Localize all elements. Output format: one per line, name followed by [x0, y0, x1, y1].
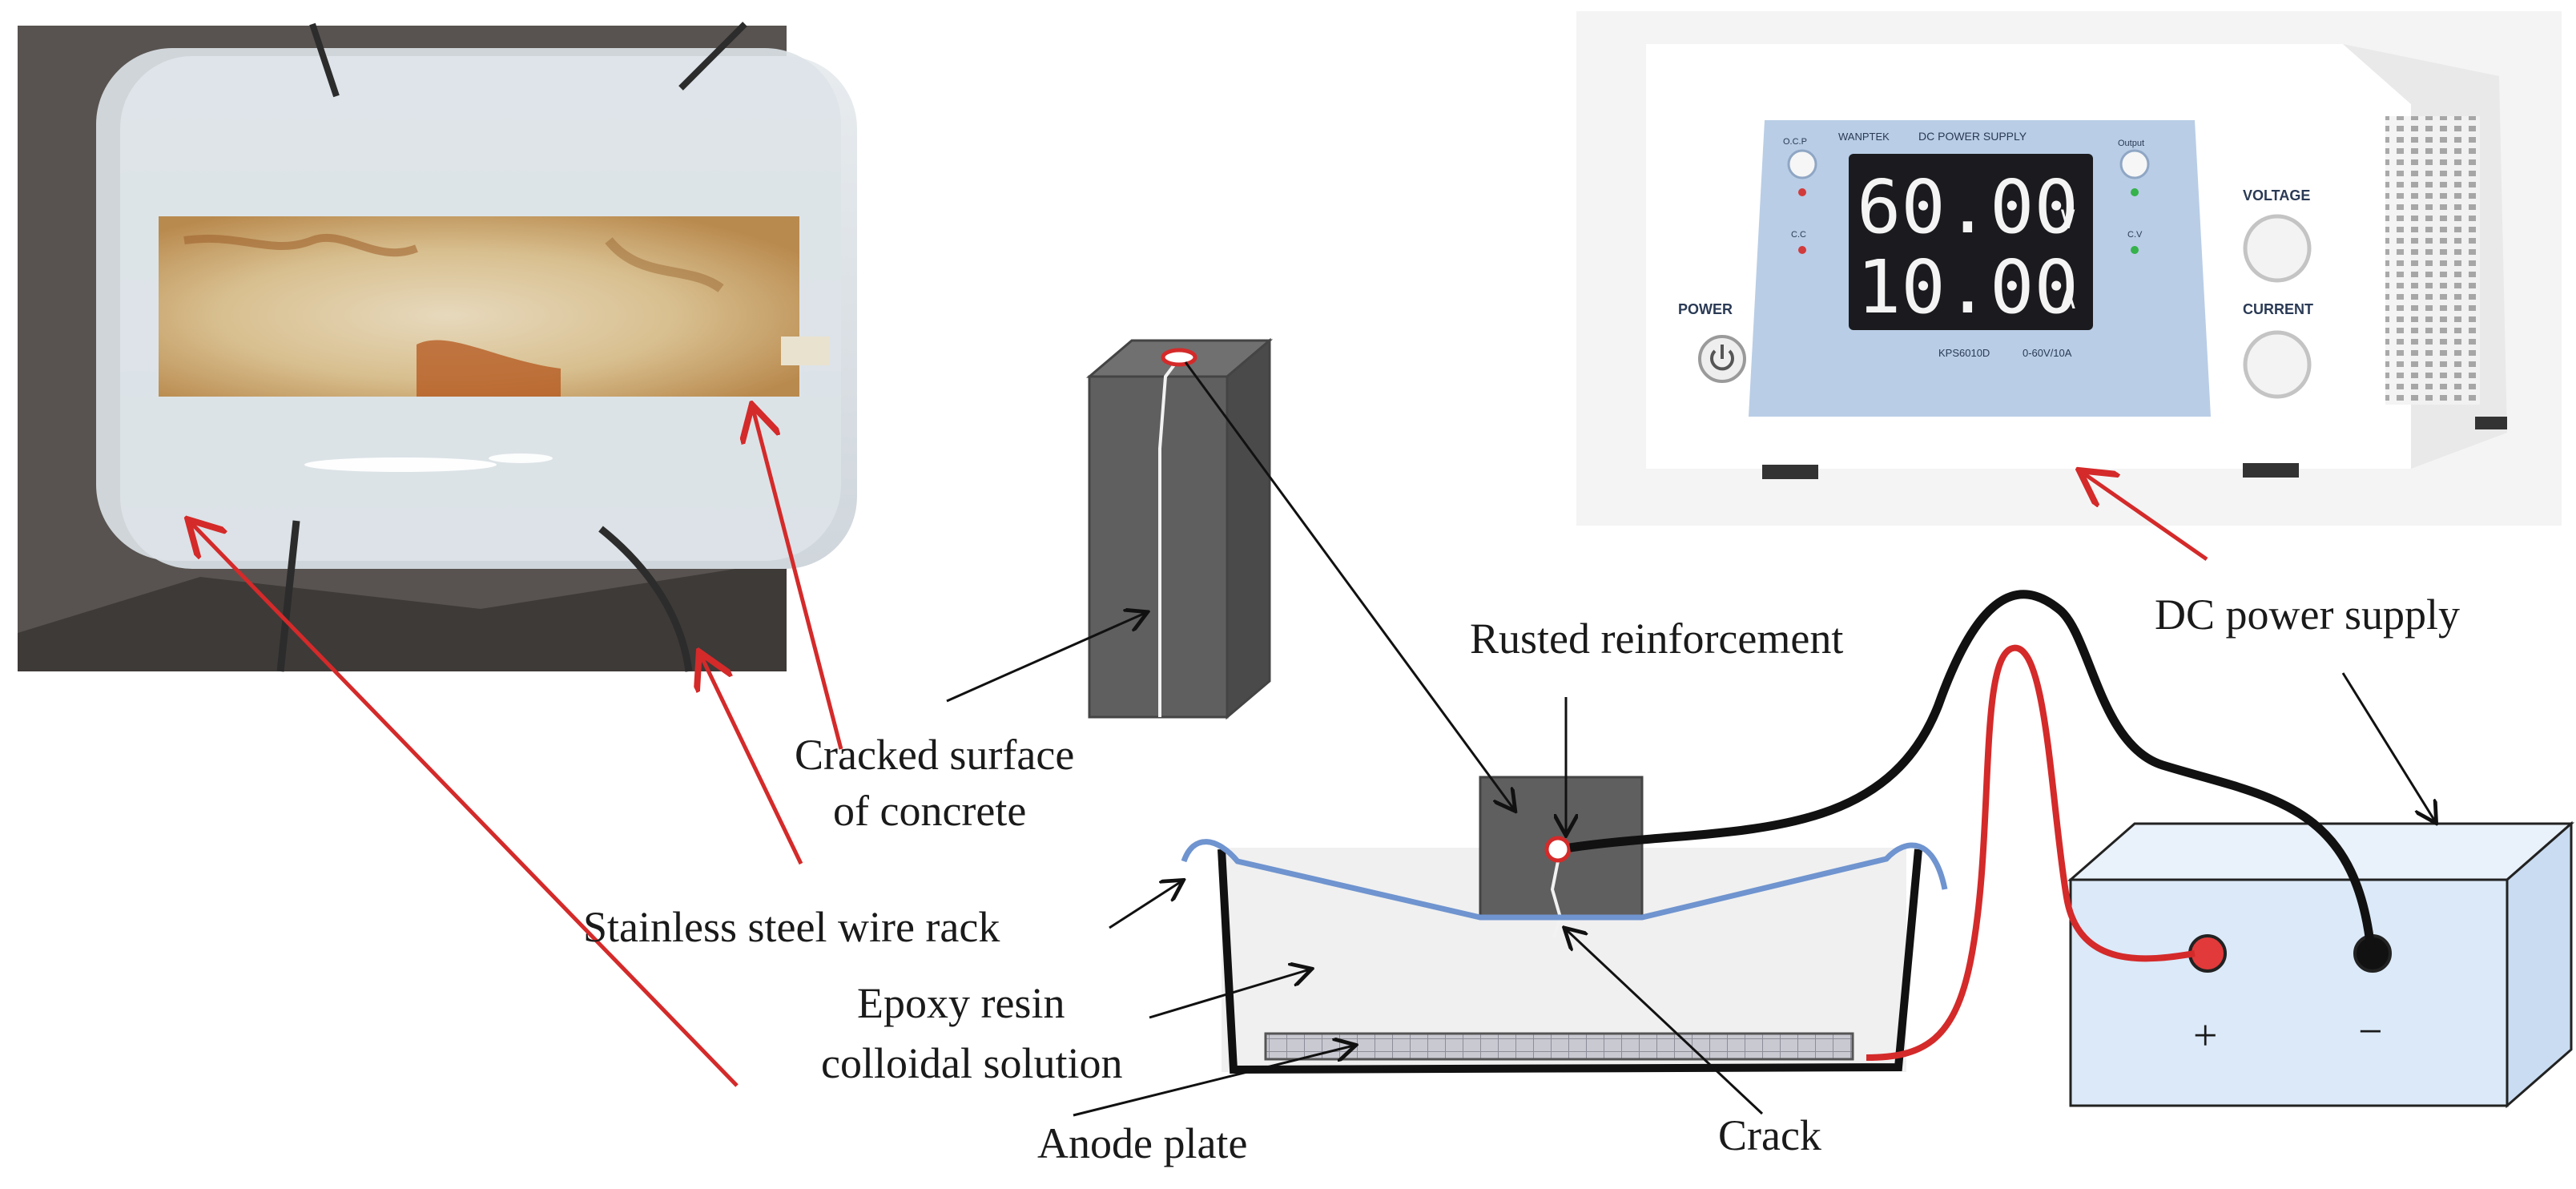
positive-terminal: [2188, 934, 2227, 973]
cv-label: C.V: [2127, 230, 2143, 240]
panel-range: 0-60V/10A: [2023, 347, 2072, 359]
label-epoxy-2: colloidal solution: [821, 1039, 1122, 1087]
red-wire: [1866, 644, 2196, 1061]
red-arrows: [191, 409, 2208, 1087]
red-arrow-wire-rack: [701, 655, 803, 865]
label-crack: Crack: [1718, 1111, 1821, 1159]
ocp-label: O.C.P: [1783, 137, 1807, 147]
label-dc-power-supply: DC power supply: [2155, 590, 2460, 639]
power-label: POWER: [1678, 301, 1733, 317]
black-wire: [1569, 590, 2376, 950]
red-arrow-concrete-surface: [753, 409, 843, 750]
dc-power-box: + −: [2067, 820, 2574, 1109]
anode-plate: [1264, 1032, 1854, 1061]
arrow-anode-plate: [1073, 1046, 1354, 1117]
current-knob[interactable]: [2243, 330, 2312, 399]
arrow-wire-rack: [1109, 881, 1181, 929]
voltage-reading: 60.00: [1857, 164, 2079, 250]
rebar-end-marker: [1161, 348, 1197, 367]
label-stainless-rack: Stainless steel wire rack: [583, 903, 1000, 951]
specimen-photo: [18, 22, 857, 672]
section-crack: [1550, 861, 1563, 938]
current-unit: A: [2060, 284, 2075, 315]
label-epoxy-1: Epoxy resin: [857, 979, 1065, 1027]
panel-brand: WANPTEK: [1838, 131, 1890, 143]
red-arrow-tray: [191, 522, 739, 1087]
label-rusted-reinforcement: Rusted reinforcement: [1470, 615, 1843, 663]
current-knob-label: CURRENT: [2243, 301, 2313, 317]
label-anode-plate: Anode plate: [1037, 1119, 1247, 1167]
voltage-unit: V: [2060, 204, 2075, 235]
concrete-block-3d: [1085, 337, 1274, 720]
panel-title: DC POWER SUPPLY: [1918, 130, 2027, 143]
red-arrow-power-supply: [2083, 473, 2208, 562]
output-button[interactable]: [2119, 149, 2150, 179]
arrow-cracked-surface: [946, 613, 1145, 703]
output-label: Output: [2118, 139, 2144, 148]
arrow-block-to-section: [1184, 361, 1514, 809]
plus-sign: +: [2193, 1011, 2217, 1059]
label-cracked-surface-2: of concrete: [833, 787, 1026, 835]
tray-assembly: [1181, 776, 1948, 1074]
power-icon: [1710, 345, 1734, 371]
power-supply-photo: WANPTEK DC POWER SUPPLY 60.00 V 10.00 A …: [1576, 11, 2562, 526]
surface-crack: [1158, 359, 1179, 717]
current-reading: 10.00: [1857, 244, 2079, 330]
container-wall: [1218, 848, 1922, 1074]
black-arrows: [946, 361, 2435, 1117]
output-indicator: [2131, 188, 2139, 196]
arrow-crack: [1566, 929, 1764, 1115]
voltage-knob-label: VOLTAGE: [2243, 187, 2310, 204]
cc-label: C.C: [1791, 230, 1806, 240]
wire-rack: [1181, 839, 1948, 921]
ocp-indicator: [1798, 188, 1806, 196]
cv-indicator: [2131, 246, 2139, 254]
arrow-epoxy: [1149, 969, 1310, 1019]
voltage-knob[interactable]: [2243, 214, 2312, 283]
cc-indicator: [1798, 246, 1806, 254]
panel-model: KPS6010D: [1938, 347, 1990, 359]
rebar-cross-section: [1544, 836, 1572, 863]
ocp-button[interactable]: [1787, 149, 1817, 179]
lcd-display: [1849, 154, 2093, 330]
minus-sign: −: [2358, 1007, 2382, 1055]
arrow-dc-power-supply: [2341, 672, 2435, 821]
label-cracked-surface-1: Cracked surface: [795, 731, 1074, 779]
